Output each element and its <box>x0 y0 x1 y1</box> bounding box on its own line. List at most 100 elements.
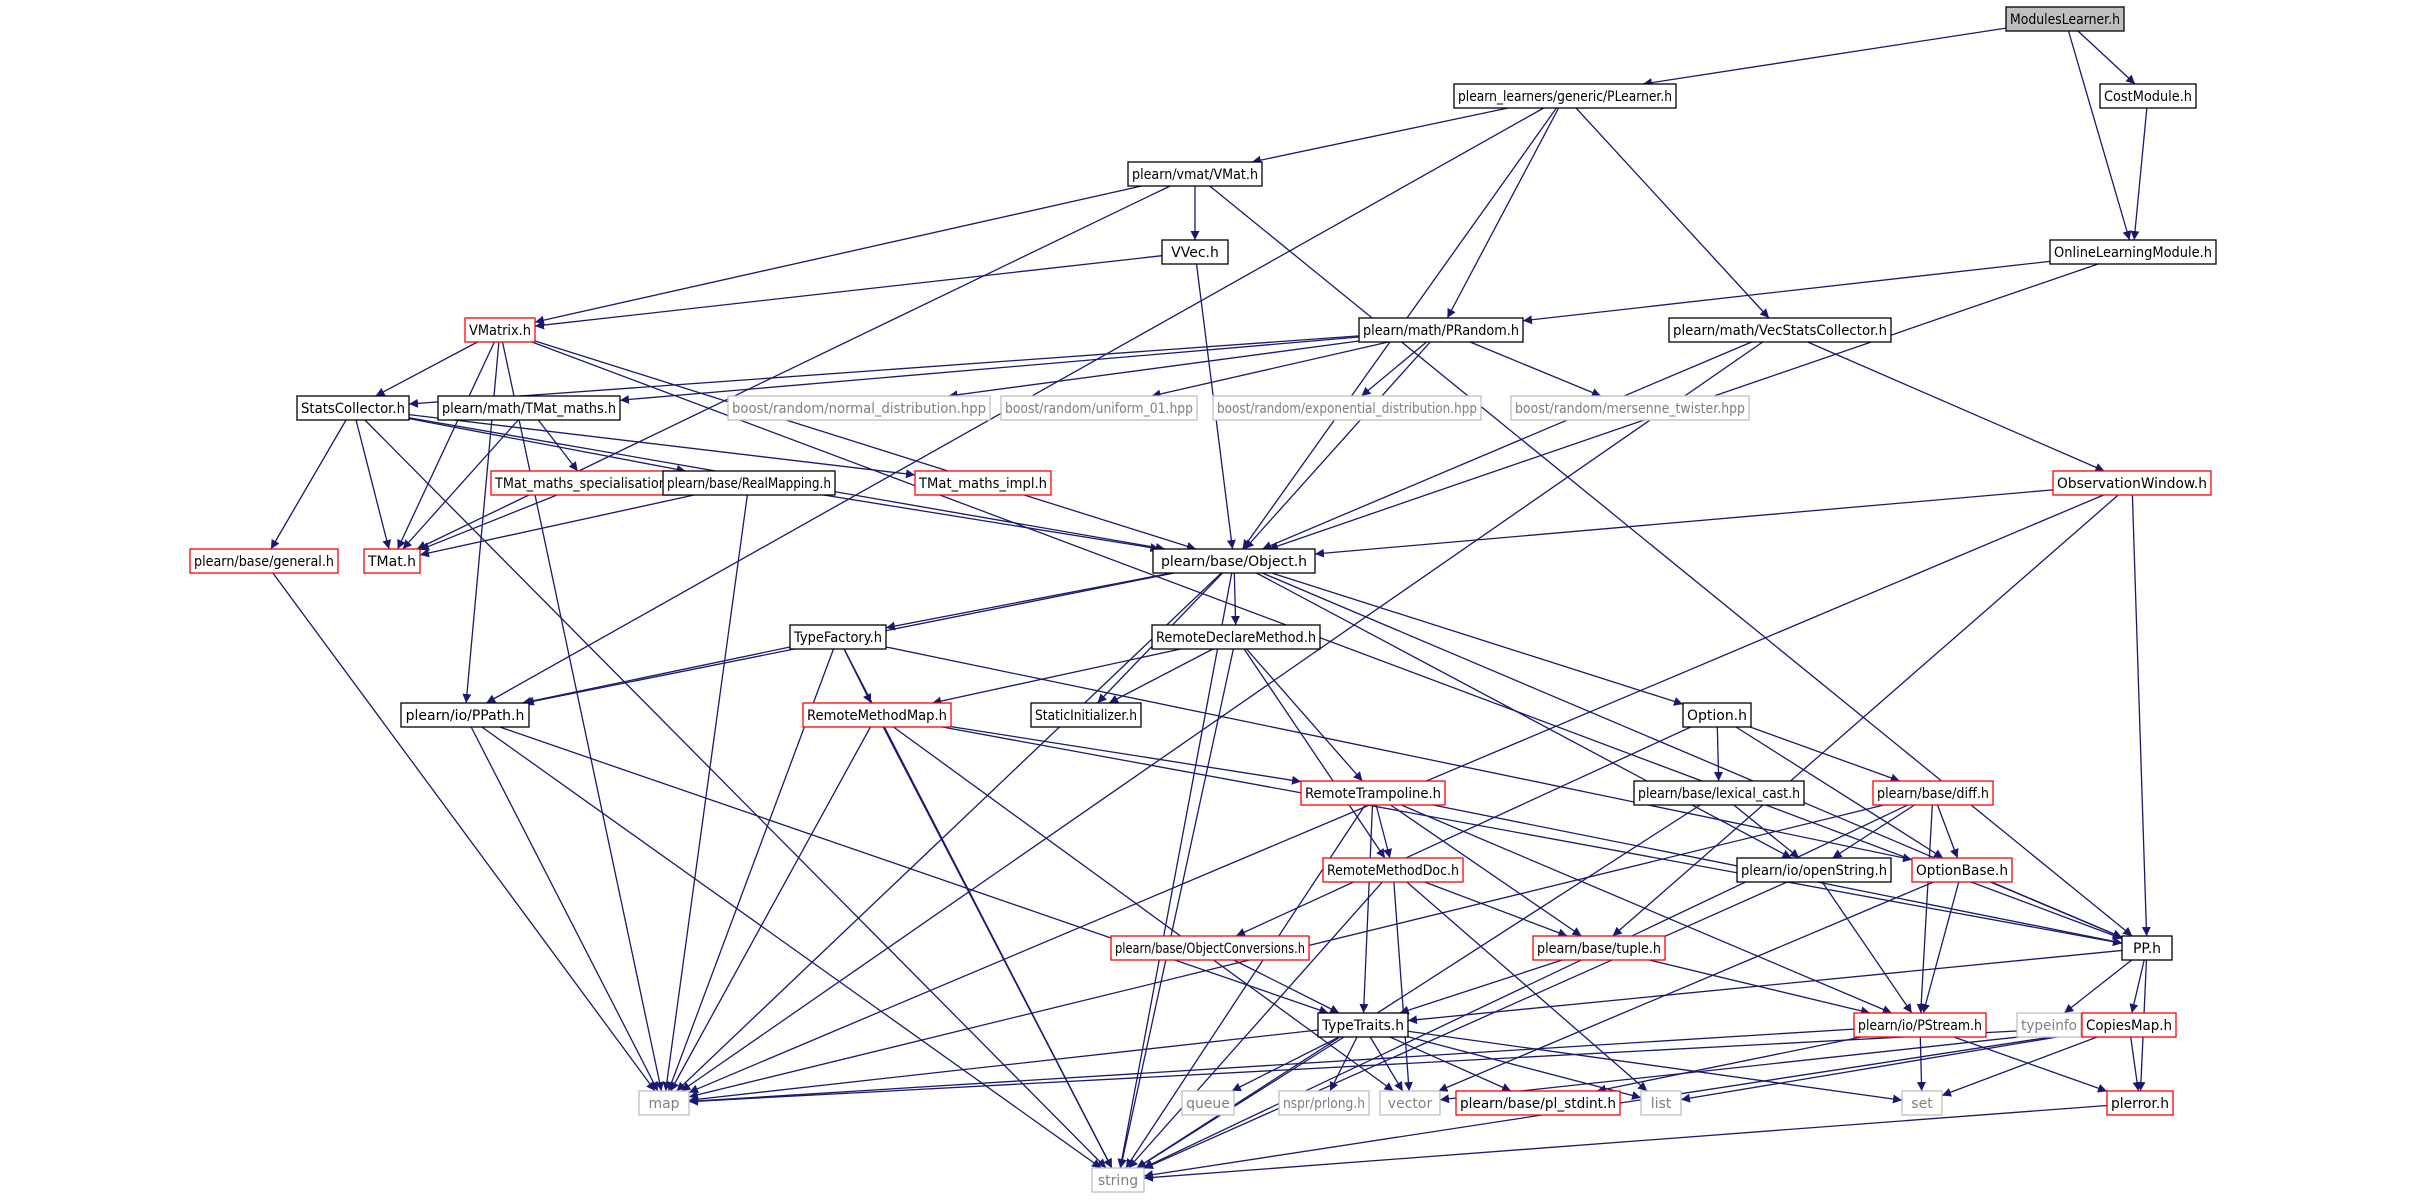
edge-remote-declare-method-to-remote-method-doc <box>1243 648 1386 859</box>
node-open-string[interactable]: plearn/io/openString.h <box>1736 857 1892 883</box>
node-box-remote-method-map <box>802 702 952 728</box>
node-label-prlong: nspr/prlong.h <box>1283 1096 1365 1112</box>
edge-pstream-to-pl-stdint <box>1596 1036 1862 1094</box>
node-normal-dist[interactable]: boost/random/normal_distribution.hpp <box>727 395 991 421</box>
node-cost-module[interactable]: CostModule.h <box>2099 83 2197 109</box>
node-plerror[interactable]: plerror.h <box>2106 1090 2174 1116</box>
node-box-vmatrix <box>464 317 536 343</box>
node-label-real-mapping: plearn/base/RealMapping.h <box>667 476 831 492</box>
edge-real-mapping-to-tmat <box>419 494 695 558</box>
node-object[interactable]: plearn/base/Object.h <box>1152 548 1316 574</box>
node-label-plearner: plearn_learners/generic/PLearner.h <box>1458 89 1672 105</box>
edge-prandom-to-mersenne <box>1469 341 1602 397</box>
node-static-initializer[interactable]: StaticInitializer.h <box>1030 702 1142 728</box>
node-tmat[interactable]: TMat.h <box>363 548 421 574</box>
node-option-base[interactable]: OptionBase.h <box>1911 857 2013 883</box>
node-ppath[interactable]: plearn/io/PPath.h <box>400 702 530 728</box>
node-remote-declare-method[interactable]: RemoteDeclareMethod.h <box>1151 624 1321 650</box>
node-label-tmat: TMat.h <box>367 554 416 570</box>
node-mersenne[interactable]: boost/random/mersenne_twister.hpp <box>1510 395 1750 421</box>
node-vmat[interactable]: plearn/vmat/VMat.h <box>1127 161 1263 187</box>
node-general[interactable]: plearn/base/general.h <box>189 548 339 574</box>
node-type-factory[interactable]: TypeFactory.h <box>789 624 887 650</box>
node-pstream[interactable]: plearn/io/PStream.h <box>1853 1012 1987 1038</box>
node-remote-method-doc[interactable]: RemoteMethodDoc.h <box>1322 857 1464 883</box>
node-label-online-learning-module: OnlineLearningModule.h <box>2054 245 2212 261</box>
edge-prandom-to-uniform01 <box>1151 341 1389 399</box>
edge-prandom-to-normal-dist <box>948 340 1360 400</box>
node-label-observation-window: ObservationWindow.h <box>2057 476 2207 492</box>
node-box-pstream <box>1853 1012 1987 1038</box>
node-tmat-maths-impl[interactable]: TMat_maths_impl.h <box>914 470 1052 496</box>
node-box-string <box>1091 1167 1145 1193</box>
node-label-queue: queue <box>1186 1096 1230 1112</box>
edge-type-factory-to-ppath <box>522 646 791 706</box>
node-label-vector: vector <box>1388 1096 1433 1112</box>
node-box-vmat <box>1127 161 1263 187</box>
node-online-learning-module[interactable]: OnlineLearningModule.h <box>2049 239 2217 265</box>
edge-type-traits-to-map <box>688 1029 1319 1104</box>
node-box-open-string <box>1736 857 1892 883</box>
node-type-traits[interactable]: TypeTraits.h <box>1317 1012 1409 1038</box>
node-vector[interactable]: vector <box>1379 1090 1441 1116</box>
edge-lexical-cast-to-open-string <box>1733 804 1800 859</box>
edge-option-base-to-pp <box>1990 881 2123 939</box>
edge-tmat-maths-to-tmat-maths-spec <box>537 419 579 472</box>
node-diff[interactable]: plearn/base/diff.h <box>1872 780 1994 806</box>
edge-remote-trampoline-to-type-traits <box>1359 804 1374 1014</box>
node-prlong[interactable]: nspr/prlong.h <box>1278 1090 1370 1116</box>
node-string[interactable]: string <box>1091 1167 1145 1193</box>
edge-diff-to-open-string <box>1832 804 1915 859</box>
edge-tmat-maths-spec-to-tmat <box>419 494 558 551</box>
node-vmatrix[interactable]: VMatrix.h <box>464 317 536 343</box>
node-box-tuple <box>1532 935 1666 961</box>
node-pl-stdint[interactable]: plearn/base/pl_stdint.h <box>1455 1090 1621 1116</box>
node-copies-map[interactable]: CopiesMap.h <box>2081 1012 2177 1038</box>
edge-remote-trampoline-to-tuple <box>1390 804 1582 937</box>
node-option[interactable]: Option.h <box>1682 702 1752 728</box>
node-tmat-maths[interactable]: plearn/math/TMat_maths.h <box>437 395 621 421</box>
edge-remote-declare-method-to-static-initializer <box>1108 648 1214 704</box>
node-lexical-cast[interactable]: plearn/base/lexical_cast.h <box>1633 780 1805 806</box>
node-prandom[interactable]: plearn/math/PRandom.h <box>1358 317 1524 343</box>
node-set[interactable]: set <box>1901 1090 1943 1116</box>
node-box-object <box>1152 548 1316 574</box>
edge-prandom-to-tmat-maths <box>619 336 1360 404</box>
node-layer: ModulesLearner.h plearn_learners/generic/… <box>189 6 2217 1193</box>
node-vec-stats-collector[interactable]: plearn/math/VecStatsCollector.h <box>1668 317 1892 343</box>
node-modules-learner[interactable]: ModulesLearner.h <box>2005 6 2125 32</box>
node-label-tmat-maths-spec: TMat_maths_specialisation.h <box>494 476 679 492</box>
edge-pstream-to-map <box>688 1028 1855 1106</box>
node-exp-dist[interactable]: boost/random/exponential_distribution.hp… <box>1212 395 1482 421</box>
node-map[interactable]: map <box>638 1090 690 1116</box>
edge-tmat-maths-to-tmat <box>402 419 519 550</box>
node-plearner[interactable]: plearn_learners/generic/PLearner.h <box>1453 83 1677 109</box>
edge-remote-declare-method-to-string <box>1118 648 1235 1169</box>
node-tuple[interactable]: plearn/base/tuple.h <box>1532 935 1666 961</box>
node-queue[interactable]: queue <box>1181 1090 1235 1116</box>
node-list[interactable]: list <box>1640 1090 1682 1116</box>
node-vvec[interactable]: VVec.h <box>1161 239 1229 265</box>
edge-diff-to-option-base <box>1936 804 1959 859</box>
edge-remote-method-map-to-map <box>670 726 871 1092</box>
edge-vmatrix-to-pp <box>531 341 2123 940</box>
node-typeinfo[interactable]: typeinfo <box>2016 1012 2082 1038</box>
node-real-mapping[interactable]: plearn/base/RealMapping.h <box>662 470 836 496</box>
node-box-remote-trampoline <box>1300 780 1446 806</box>
node-observation-window[interactable]: ObservationWindow.h <box>2052 470 2212 496</box>
node-stats-collector[interactable]: StatsCollector.h <box>296 395 410 421</box>
edge-object-to-remote-declare-method <box>1230 572 1240 626</box>
node-uniform01[interactable]: boost/random/uniform_01.hpp <box>1000 395 1198 421</box>
node-box-map <box>638 1090 690 1116</box>
edge-pp-to-typeinfo <box>2063 959 2133 1014</box>
node-object-conversions[interactable]: plearn/base/ObjectConversions.h <box>1110 935 1310 961</box>
node-remote-trampoline[interactable]: RemoteTrampoline.h <box>1300 780 1446 806</box>
node-box-pl-stdint <box>1455 1090 1621 1116</box>
node-tmat-maths-spec[interactable]: TMat_maths_specialisation.h <box>490 470 684 496</box>
node-pp[interactable]: PP.h <box>2121 935 2173 961</box>
node-remote-method-map[interactable]: RemoteMethodMap.h <box>802 702 952 728</box>
edge-observation-window-to-tuple <box>1612 494 2119 937</box>
node-label-lexical-cast: plearn/base/lexical_cast.h <box>1638 786 1800 802</box>
edge-prandom-to-object <box>1244 341 1431 550</box>
node-label-tmat-maths-impl: TMat_maths_impl.h <box>918 476 1047 492</box>
